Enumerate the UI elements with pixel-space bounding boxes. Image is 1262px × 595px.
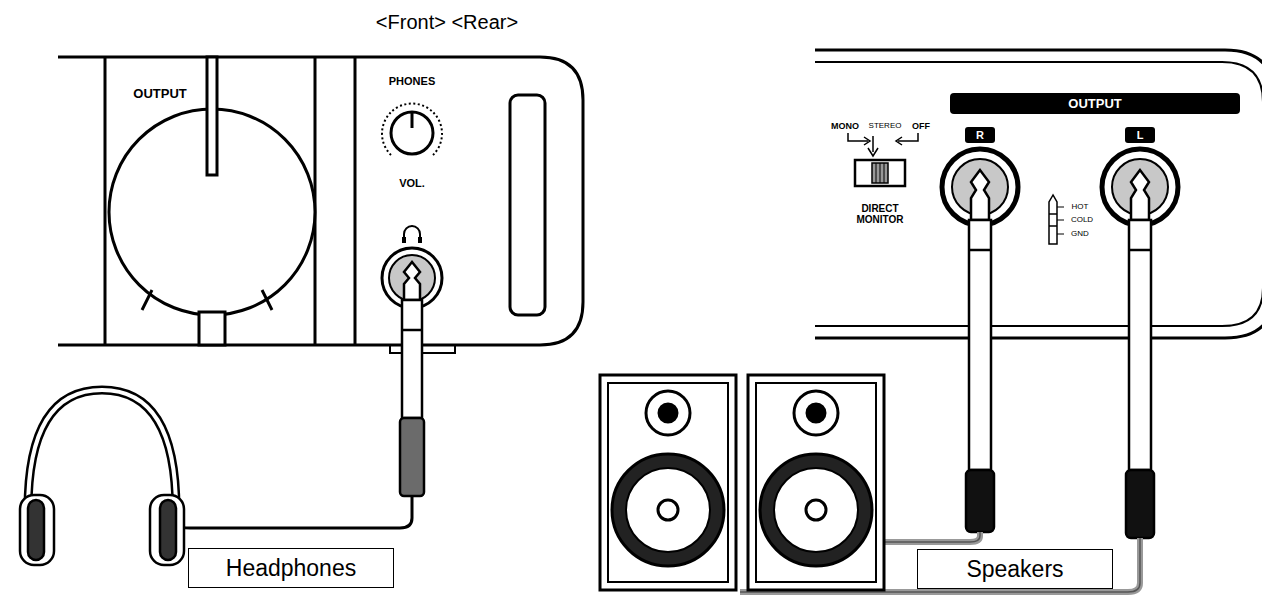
switch-position: OFF xyxy=(912,122,930,131)
plug-handle xyxy=(966,470,994,532)
panel-label: VOL. xyxy=(399,178,425,190)
channel-badge: L xyxy=(1125,127,1155,143)
switch-label: DIRECT MONITOR xyxy=(845,204,915,225)
pin-name: GND xyxy=(1071,230,1089,238)
plug-handle xyxy=(400,418,424,496)
node-text: Speakers xyxy=(966,556,1063,583)
caption-box: Headphones xyxy=(188,548,394,588)
plug-shaft xyxy=(969,220,991,470)
panel-label: PHONES xyxy=(389,76,435,88)
rear-housing xyxy=(815,50,1262,338)
knob-pointer xyxy=(207,57,217,175)
output-bar: OUTPUT xyxy=(950,93,1240,114)
headphones xyxy=(20,390,184,565)
phones-knob xyxy=(391,112,433,154)
speakers xyxy=(600,375,884,590)
direct-monitor-switch xyxy=(855,160,905,186)
plug-shaft xyxy=(1129,220,1151,470)
node-text: OUTPUT xyxy=(1068,96,1121,111)
volume-scale xyxy=(382,104,442,155)
knob-notch xyxy=(199,312,225,345)
node-text: L xyxy=(1137,129,1144,141)
view-caption: <Front> <Rear> xyxy=(376,12,518,33)
trs-plug-icon xyxy=(1049,195,1057,244)
switch-position: MONO xyxy=(831,122,859,131)
plug-shaft xyxy=(402,300,422,418)
front-housing xyxy=(58,57,583,345)
side-slot xyxy=(510,95,545,315)
tick-mark xyxy=(142,290,152,310)
plug-tip xyxy=(404,262,420,300)
speaker-cable xyxy=(880,532,980,542)
plug-handle xyxy=(1126,470,1154,538)
pin-name: COLD xyxy=(1071,216,1093,224)
output-jack-r xyxy=(942,149,1018,225)
switch-arrows xyxy=(848,133,918,156)
node-text: Headphones xyxy=(226,555,356,582)
channel-badge: R xyxy=(965,127,995,143)
knob-pointer xyxy=(411,113,414,128)
pin-name: HOT xyxy=(1072,203,1089,211)
panel-divider xyxy=(354,57,357,345)
headphone-icon xyxy=(404,226,420,240)
panel-divider xyxy=(104,57,107,345)
output-jack-l xyxy=(1102,149,1178,225)
caption-box: Speakers xyxy=(917,549,1113,589)
tick-mark xyxy=(262,290,272,310)
switch-position: STEREO xyxy=(869,122,902,130)
headphone-cable xyxy=(178,496,412,528)
panel-label: OUTPUT xyxy=(133,87,186,101)
node-text: R xyxy=(976,129,984,141)
